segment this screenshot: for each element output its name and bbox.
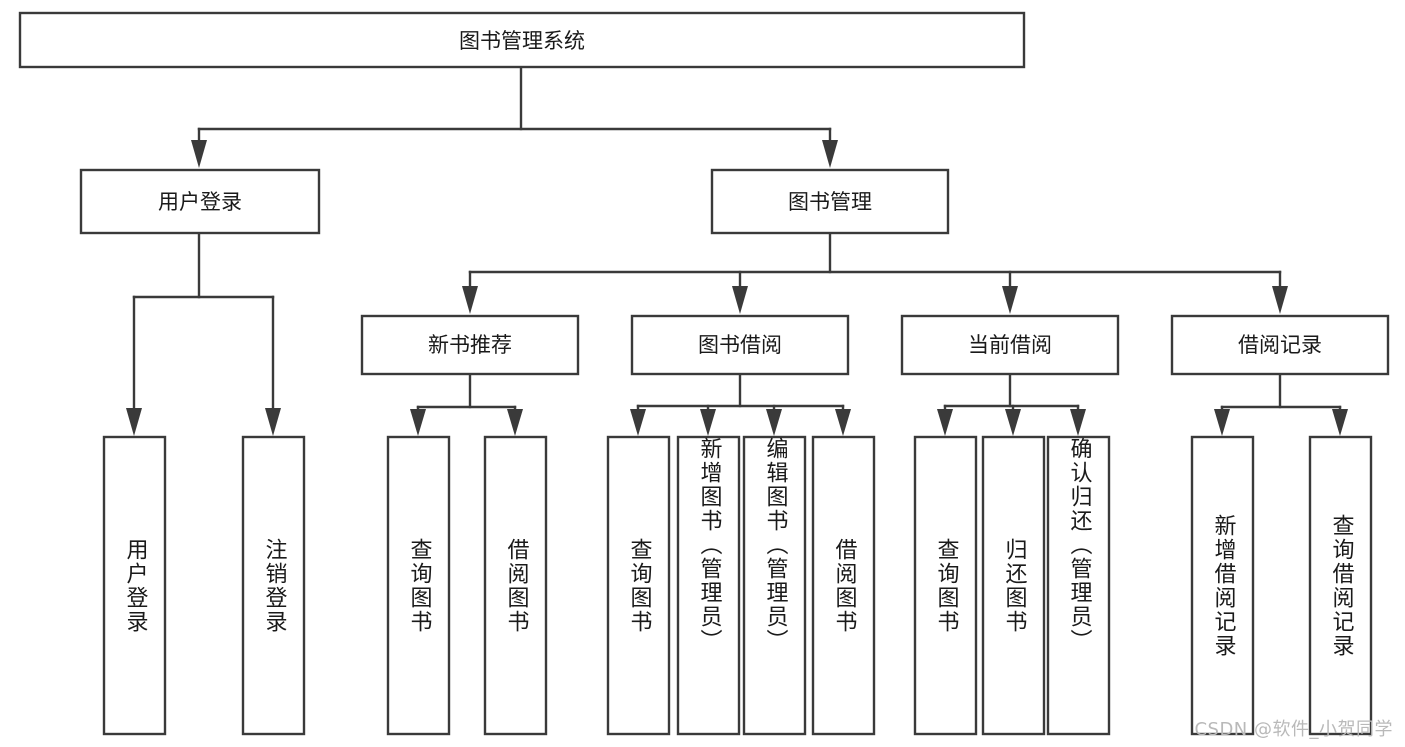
node-book-borrow-box[interactable] xyxy=(630,314,850,376)
connector-borrow-record-to-leaves xyxy=(1214,373,1348,436)
node-root-label: 图书管理系统 xyxy=(459,29,585,53)
arrow-icon-to-borrow-record xyxy=(1272,286,1288,314)
node-leaf-confirm-return-box[interactable] xyxy=(1046,435,1111,736)
node-leaf-return-book-box[interactable] xyxy=(981,435,1046,736)
arrow-icon-to-leaf-user-login xyxy=(126,408,142,436)
node-book-manage-label: 图书管理 xyxy=(788,190,872,214)
node-leaf-add-record-box[interactable] xyxy=(1190,435,1255,736)
arrow-icon-to-book-borrow xyxy=(732,286,748,314)
node-user-login[interactable]: 用户登录 xyxy=(79,168,321,235)
node-leaf-query-book-1-box[interactable] xyxy=(386,435,451,736)
node-leaf-borrow-book-2-box[interactable] xyxy=(811,435,876,736)
node-book-borrow[interactable]: 图书借阅 xyxy=(630,314,850,376)
arrow-icon-to-leaf-add-book xyxy=(700,409,716,436)
arrow-icon-to-leaf-borrow-book-1 xyxy=(507,409,523,436)
arrow-icon-to-leaf-query-book-2 xyxy=(630,409,646,436)
node-user-login-box[interactable] xyxy=(79,168,321,235)
arrow-icon-to-leaf-query-record xyxy=(1332,409,1348,436)
arrow-icon-to-leaf-borrow-book-2 xyxy=(835,409,851,436)
node-leaf-borrow-book-1-box[interactable] xyxy=(483,435,548,736)
connector-book-manage-to-level3 xyxy=(462,231,1288,314)
node-current-borrow-label: 当前借阅 xyxy=(968,333,1052,357)
node-leaf-query-book-2-box[interactable] xyxy=(606,435,671,736)
node-root-box[interactable] xyxy=(18,11,1026,69)
node-leaf-edit-book-box[interactable] xyxy=(742,435,807,736)
node-borrow-record[interactable]: 借阅记录 xyxy=(1170,314,1390,376)
leaf-boxes xyxy=(102,435,1373,736)
arrow-icon-to-book-manage xyxy=(822,140,838,168)
arrow-icon-to-user-login xyxy=(191,140,207,168)
arrow-icon-to-current-borrow xyxy=(1002,286,1018,314)
arrow-icon-to-leaf-edit-book xyxy=(766,409,782,436)
connector-new-book-recommend-to-leaves xyxy=(410,373,523,436)
arrow-icon-to-leaf-add-record xyxy=(1214,409,1230,436)
node-borrow-record-box[interactable] xyxy=(1170,314,1390,376)
connector-book-borrow-to-leaves xyxy=(630,373,851,436)
node-new-book-recommend[interactable]: 新书推荐 xyxy=(360,314,580,376)
arrow-icon-to-leaf-confirm-return xyxy=(1070,409,1086,436)
arrow-icon-to-leaf-query-book-3 xyxy=(937,409,953,436)
node-borrow-record-label: 借阅记录 xyxy=(1238,333,1322,357)
node-book-borrow-label: 图书借阅 xyxy=(698,333,782,357)
arrow-icon-to-leaf-query-book-1 xyxy=(410,409,426,436)
arrow-icon-to-leaf-return-book xyxy=(1005,409,1021,436)
node-leaf-logout-login-box[interactable] xyxy=(241,435,306,736)
node-new-book-recommend-box[interactable] xyxy=(360,314,580,376)
node-leaf-query-record-box[interactable] xyxy=(1308,435,1373,736)
node-leaf-query-book-3-box[interactable] xyxy=(913,435,978,736)
node-user-login-label: 用户登录 xyxy=(158,190,242,214)
node-leaf-user-login-box[interactable] xyxy=(102,435,167,736)
connector-current-borrow-to-leaves xyxy=(937,373,1086,436)
node-new-book-recommend-label: 新书推荐 xyxy=(428,333,512,357)
node-current-borrow-box[interactable] xyxy=(900,314,1120,376)
csdn-watermark: CSDN @软件_小贺同学 xyxy=(1194,719,1393,740)
node-book-manage[interactable]: 图书管理 xyxy=(710,168,950,235)
node-root[interactable]: 图书管理系统 xyxy=(18,11,1026,69)
node-book-manage-box[interactable] xyxy=(710,168,950,235)
connector-user-login-to-leaves xyxy=(126,231,281,436)
node-current-borrow[interactable]: 当前借阅 xyxy=(900,314,1120,376)
node-leaf-add-book-box[interactable] xyxy=(676,435,741,736)
connector-root-to-level2 xyxy=(191,66,838,168)
arrow-icon-to-new-book-recommend xyxy=(462,286,478,314)
arrow-icon-to-leaf-logout-login xyxy=(265,408,281,436)
